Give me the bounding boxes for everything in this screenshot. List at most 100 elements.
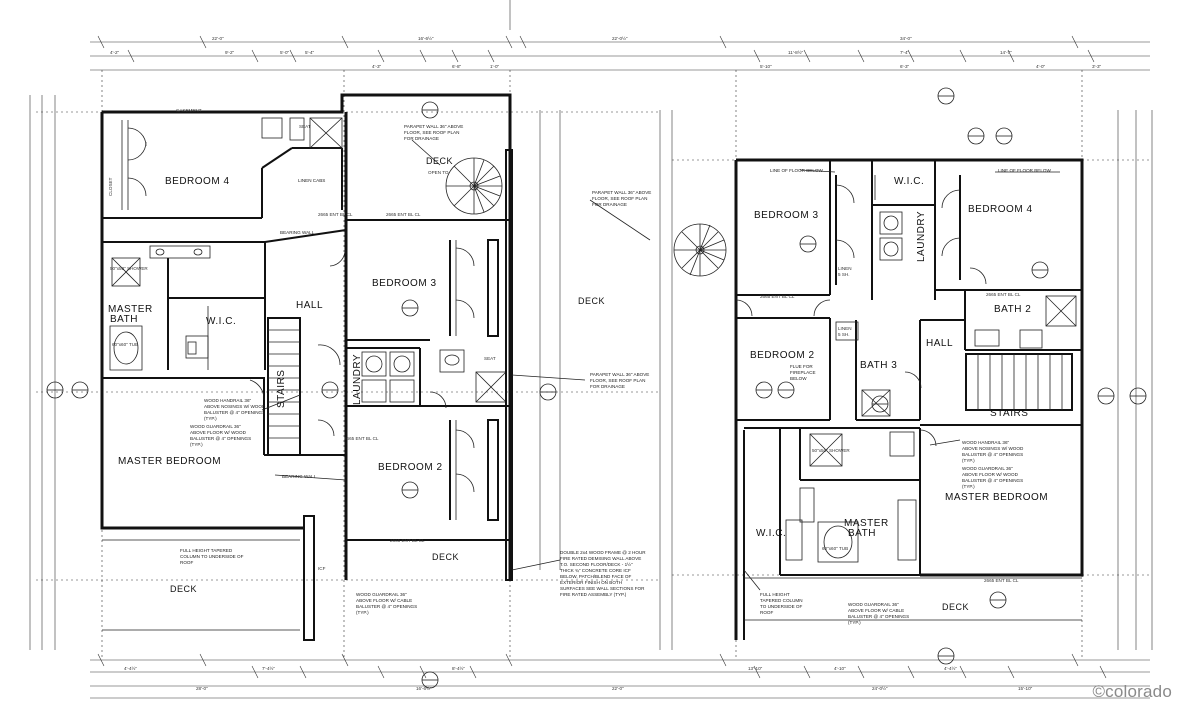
svg-text:5'-0": 5'-0" [280,50,290,55]
svg-text:7'-4½": 7'-4½" [262,665,275,671]
svg-text:ABOVE FLOOR W/ WOOD: ABOVE FLOOR W/ WOOD [962,472,1019,477]
room-label: HALL [926,338,953,349]
svg-text:FOR DRAINAGE: FOR DRAINAGE [592,202,627,207]
svg-text:24'-0½": 24'-0½" [872,685,888,691]
svg-text:ABOVE NOSINGS W/ WOOD: ABOVE NOSINGS W/ WOOD [204,404,266,409]
room-label: LAUNDRY [916,211,927,262]
svg-text:CASEMENT: CASEMENT [176,108,202,113]
deck-label: DECK [942,602,969,612]
room-label: W.I.C. [894,176,924,187]
room-label: HALL [296,300,323,311]
room-label: BEDROOM 4 [968,204,1033,215]
svg-text:4'-10": 4'-10" [834,666,846,671]
svg-text:FULL HEIGHT: FULL HEIGHT [760,592,790,597]
svg-text:LINEN CABS: LINEN CABS [298,178,325,183]
room-label: BEDROOM 2 [378,462,443,473]
svg-text:FLOOR, SEE ROOF PLAN: FLOOR, SEE ROOF PLAN [590,378,645,383]
svg-text:50"x50" SHOWER: 50"x50" SHOWER [812,448,850,453]
svg-text:FLOOR, SEE ROOF PLAN: FLOOR, SEE ROOF PLAN [404,130,459,135]
svg-text:FIREPLACE: FIREPLACE [790,370,816,375]
svg-text:FIRE RATED DEMISING WALL ABOVE: FIRE RATED DEMISING WALL ABOVE [560,556,641,561]
svg-text:COLUMN TO UNDERSIDE OF: COLUMN TO UNDERSIDE OF [180,554,244,559]
deck-label: DECK [170,584,197,594]
svg-text:PARAPET WALL 36" ABOVE: PARAPET WALL 36" ABOVE [404,124,463,129]
svg-text:BELOW, PATCH/BLEND FACE OF: BELOW, PATCH/BLEND FACE OF [560,574,631,579]
room-label: MASTER [844,518,889,529]
room-label: W.I.C. [756,528,786,539]
svg-text:28'-0": 28'-0" [196,686,208,691]
svg-text:BALUSTER @ 4" OPENINGS: BALUSTER @ 4" OPENINGS [848,614,909,619]
svg-text:22'-0½": 22'-0½" [612,35,628,41]
svg-text:5'-10": 5'-10" [760,64,772,69]
svg-text:FIRE RATED ASSEMBLY (TYP.): FIRE RATED ASSEMBLY (TYP.) [560,592,627,597]
left-unit-walls [46,93,651,689]
svg-text:FOR DRAINAGE: FOR DRAINAGE [590,384,625,389]
svg-text:2665 ENT BL CL: 2665 ENT BL CL [390,538,425,543]
svg-text:ICF: ICF [318,566,326,571]
svg-text:ABOVE FLOOR W/ WOOD: ABOVE FLOOR W/ WOOD [190,430,247,435]
svg-text:THICK ¾" CONCRETE CORE ICF: THICK ¾" CONCRETE CORE ICF [560,568,631,573]
svg-text:11'-8½": 11'-8½" [788,49,804,55]
right-unit-walls [673,87,1147,665]
svg-text:BEARING WALL: BEARING WALL [280,230,315,235]
svg-text:LINEN: LINEN [838,326,852,331]
svg-text:(TYP.): (TYP.) [848,620,861,625]
svg-text:ABOVE FLOOR W/ CABLE: ABOVE FLOOR W/ CABLE [848,608,904,613]
svg-text:PARAPET WALL 36" ABOVE: PARAPET WALL 36" ABOVE [592,190,651,195]
svg-text:34'-0": 34'-0" [900,36,912,41]
svg-text:PARAPET WALL 36" ABOVE: PARAPET WALL 36" ABOVE [590,372,649,377]
svg-text:(TYP.): (TYP.) [962,458,975,463]
watermark-text: ©colorado [1092,682,1172,701]
svg-text:BALUSTER @ 4" OPENINGS: BALUSTER @ 4" OPENINGS [962,452,1023,457]
svg-text:FOR DRAINAGE: FOR DRAINAGE [404,136,439,141]
dimension-text: 22'-0" 16'-6½" 4'-2" 9'-2" 5'-0" 5'-4" 4… [110,35,1102,691]
room-label: BEDROOM 2 [750,350,815,361]
svg-text:(TYP.): (TYP.) [204,416,217,421]
svg-text:OPEN TO: OPEN TO [428,170,449,175]
room-label: BATH 2 [994,304,1031,315]
svg-text:ABOVE FLOOR W/ CABLE: ABOVE FLOOR W/ CABLE [356,598,412,603]
room-label: W.I.C. [206,316,236,327]
svg-text:4'-4½": 4'-4½" [124,665,137,671]
svg-text:15'-10": 15'-10" [1018,686,1033,691]
svg-text:WOOD HANDRAIL 36": WOOD HANDRAIL 36" [962,440,1010,445]
svg-text:2665 ENT BL CL: 2665 ENT BL CL [760,294,795,299]
svg-text:2665 ENT BL CL: 2665 ENT BL CL [986,292,1021,297]
svg-text:13'-10": 13'-10" [748,666,763,671]
room-label: STAIRS [276,370,287,408]
room-label: BATH [110,314,138,325]
deck-label: DECK [432,552,459,562]
svg-text:14'-7": 14'-7" [1000,50,1012,55]
room-label: MASTER BEDROOM [118,456,221,467]
svg-text:6'-3": 6'-3" [900,64,910,69]
svg-text:ROOF: ROOF [180,560,193,565]
svg-text:(TYP.): (TYP.) [962,484,975,489]
svg-text:16'-6½": 16'-6½" [416,685,432,691]
svg-text:SURFACES SEE WALL SECTIONS FOR: SURFACES SEE WALL SECTIONS FOR [560,586,645,591]
svg-text:2665 ENT BL CL: 2665 ENT BL CL [984,578,1019,583]
svg-text:BALUSTER @ 4" OPENINGS: BALUSTER @ 4" OPENINGS [190,436,251,441]
svg-text:WOOD HANDRAIL 36": WOOD HANDRAIL 36" [204,398,252,403]
room-label: MASTER [108,304,153,315]
room-labels: BEDROOM 4 BEDROOM 3 BEDROOM 2 MASTER BED… [108,156,1048,612]
svg-text:WOOD GUARDRAIL 36": WOOD GUARDRAIL 36" [356,592,407,597]
svg-text:WOOD GUARDRAIL 36": WOOD GUARDRAIL 36" [190,424,241,429]
svg-text:4'-3": 4'-3" [372,64,382,69]
room-label: BATH 3 [860,360,897,371]
svg-text:9'-2": 9'-2" [225,50,235,55]
annotation-notes: PARAPET WALL 36" ABOVE FLOOR, SEE ROOF P… [108,108,1052,625]
svg-text:FLUE FOR: FLUE FOR [790,364,813,369]
svg-text:SEAT: SEAT [299,124,311,129]
svg-text:(TYP.): (TYP.) [190,442,203,447]
svg-text:4'-4½": 4'-4½" [944,665,957,671]
svg-text:4'-0": 4'-0" [1036,64,1046,69]
svg-text:5 SH.: 5 SH. [838,332,850,337]
svg-text:TAPERED COLUMN: TAPERED COLUMN [760,598,803,603]
svg-text:5'-4": 5'-4" [305,50,315,55]
room-label: BATH [848,528,876,539]
room-label: MASTER BEDROOM [945,492,1048,503]
svg-text:2665 ENT BL CL: 2665 ENT BL CL [386,212,421,217]
svg-text:8'-4½": 8'-4½" [452,665,465,671]
svg-text:1'-0": 1'-0" [490,64,500,69]
svg-text:16'-6½": 16'-6½" [418,35,434,41]
